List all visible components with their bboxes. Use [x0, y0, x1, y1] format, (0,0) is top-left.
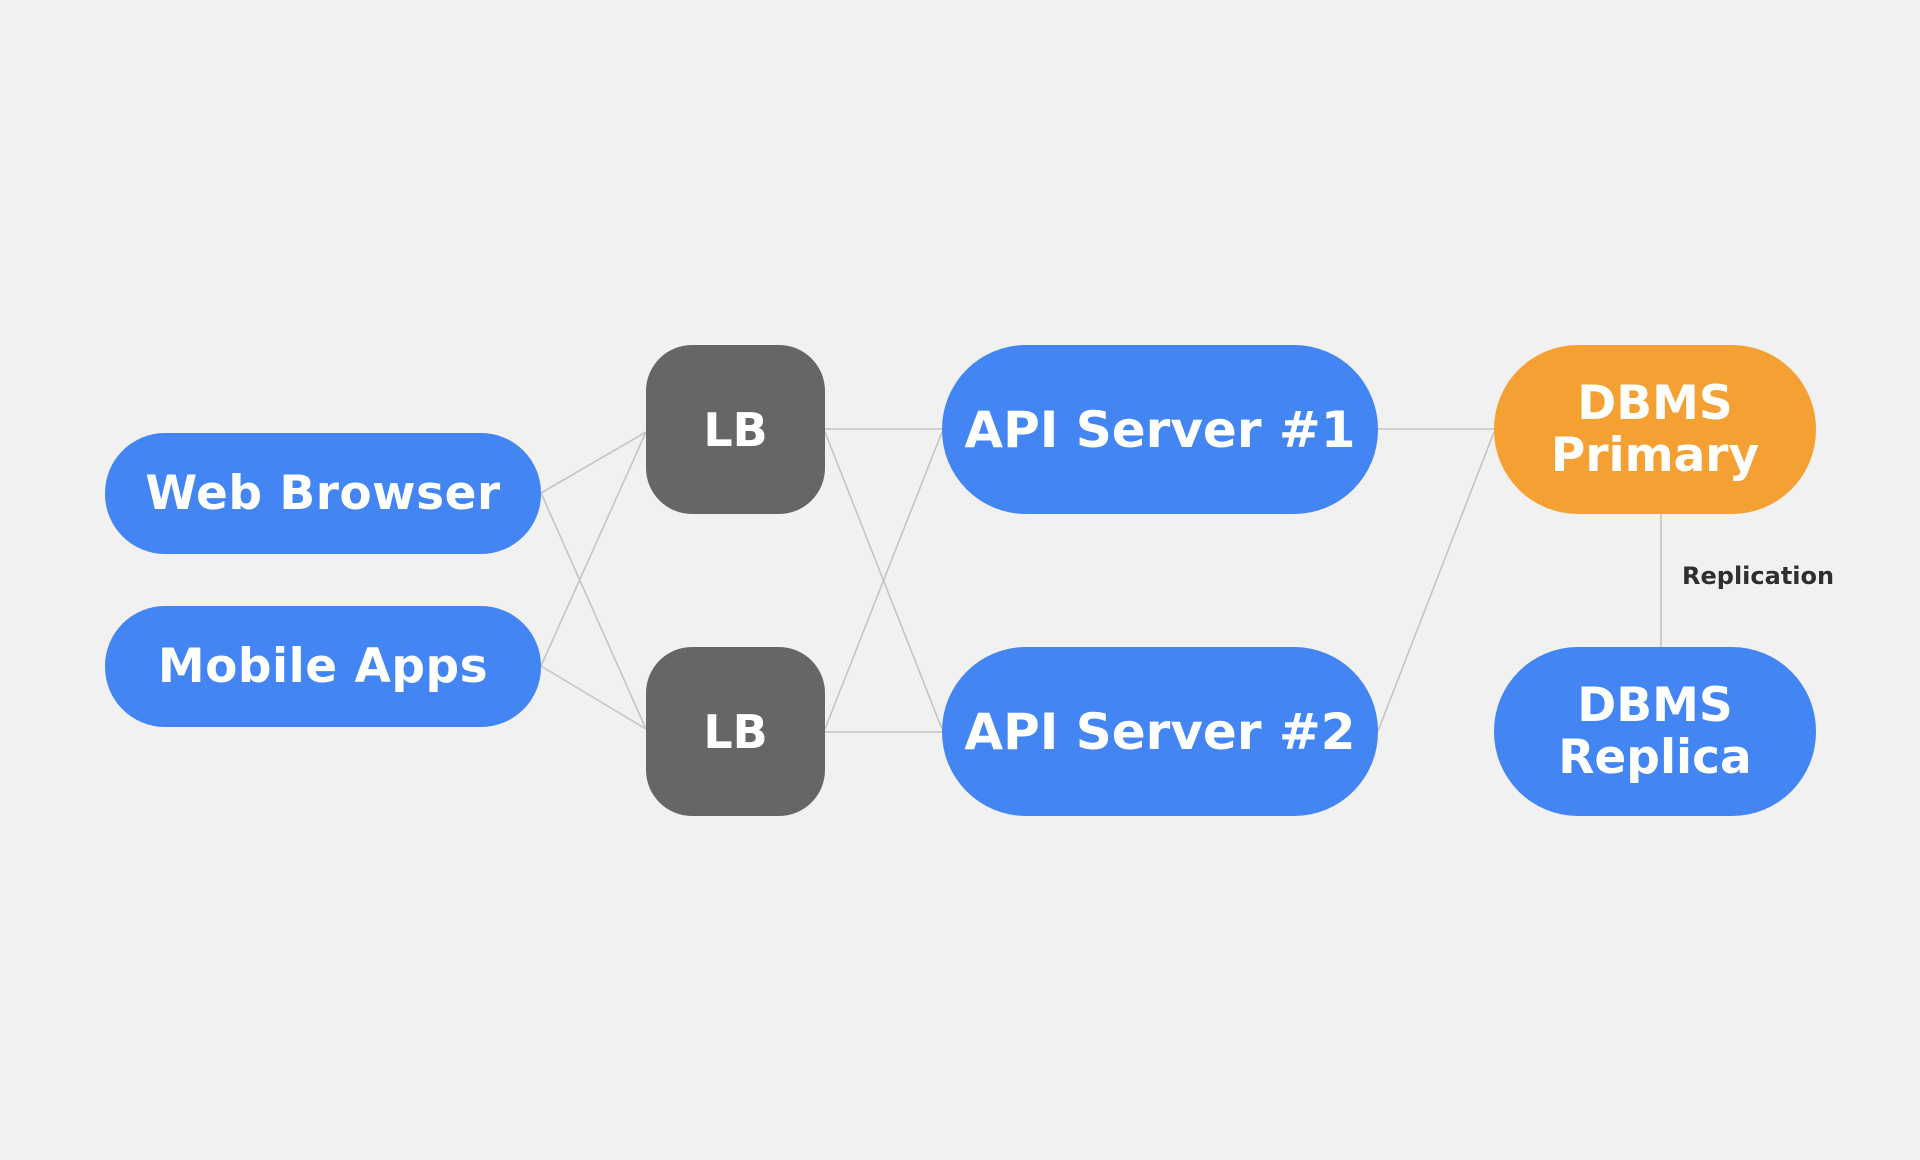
replication-label: Replication: [1682, 562, 1835, 590]
web-browser-node: Web Browser: [105, 433, 541, 554]
dbms-replica-label-line-1: DBMS: [1577, 677, 1733, 733]
api-server-1-label: API Server #1: [964, 400, 1356, 459]
api-server-2-node: API Server #2: [942, 647, 1378, 816]
load-balancer-top-label: LB: [703, 402, 768, 457]
dbms-primary-node: DBMS Primary: [1494, 345, 1816, 514]
load-balancer-bottom-node: LB: [646, 647, 825, 816]
connector-mobile-lb1: [540, 431, 647, 667]
dbms-primary-label-line-1: DBMS: [1577, 375, 1733, 431]
connector-api2-dbprimary: [1377, 431, 1495, 732]
connector-web-lb2: [540, 492, 647, 730]
dbms-replica-label-line-2: Replica: [1558, 729, 1752, 785]
connector-lb2-api1: [824, 431, 943, 730]
api-server-2-label: API Server #2: [964, 702, 1356, 761]
load-balancer-bottom-label: LB: [703, 704, 768, 759]
mobile-apps-label: Mobile Apps: [157, 639, 489, 694]
dbms-replica-node: DBMS Replica: [1494, 647, 1816, 816]
web-browser-label: Web Browser: [145, 466, 501, 521]
dbms-primary-label: DBMS Primary: [1550, 375, 1760, 483]
load-balancer-top-node: LB: [646, 345, 825, 514]
connector-web-lb1: [540, 431, 647, 494]
api-server-1-node: API Server #1: [942, 345, 1378, 514]
dbms-replica-label: DBMS Replica: [1558, 677, 1752, 785]
connector-mobile-lb2: [540, 665, 647, 730]
dbms-primary-label-line-2: Primary: [1550, 427, 1760, 483]
mobile-apps-node: Mobile Apps: [105, 606, 541, 727]
